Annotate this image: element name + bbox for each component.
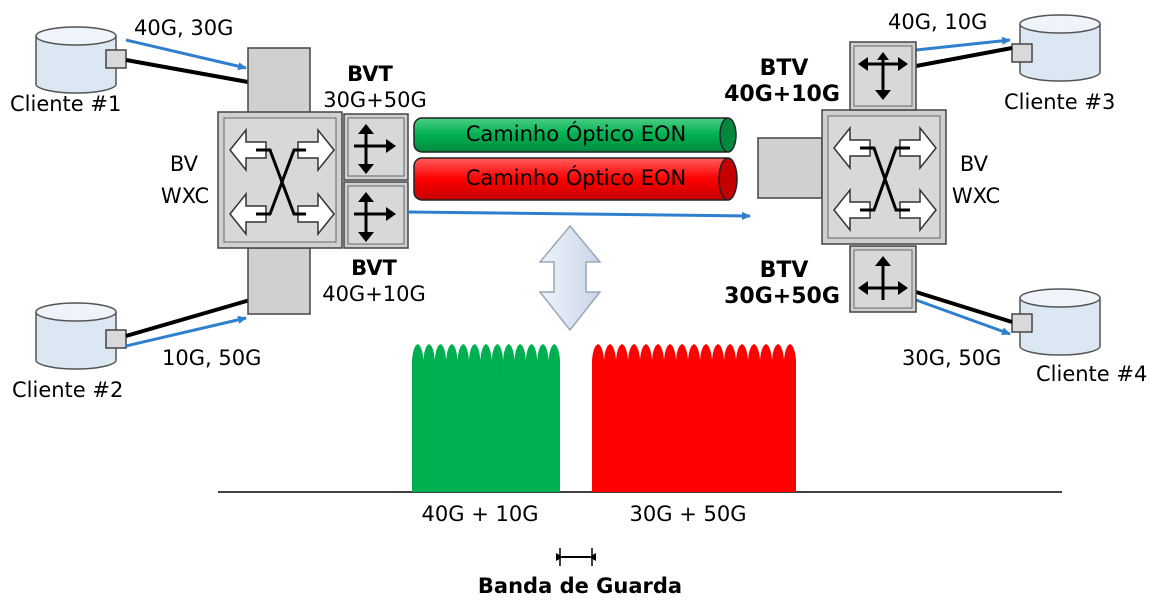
right-wxc-label-line1: BV bbox=[959, 152, 989, 176]
client-2-label: Cliente #2 bbox=[12, 378, 124, 402]
left-wxc-label-line2: WXC bbox=[160, 184, 210, 208]
client-2-rate: 10G, 50G bbox=[162, 346, 262, 370]
red-spectrum-label: 30G + 50G bbox=[629, 502, 747, 526]
red-optical-path bbox=[413, 157, 738, 201]
right-btv-top-rate: 40G+10G bbox=[724, 82, 840, 107]
right-btv-bottom-rate: 30G+50G bbox=[724, 284, 840, 309]
green-spectrum-shape bbox=[412, 344, 560, 492]
client-3-label: Cliente #3 bbox=[1004, 90, 1116, 114]
green-path-label: Caminho Óptico EON bbox=[465, 122, 687, 146]
double-arrow-icon bbox=[538, 224, 602, 332]
right-btv-top-icon bbox=[849, 41, 917, 111]
left-bvt-top-rate: 30G+50G bbox=[323, 88, 427, 112]
right-wxc-label-line2: WXC bbox=[951, 184, 1001, 208]
red-spectrum bbox=[592, 344, 796, 492]
right-node bbox=[757, 41, 947, 313]
left-bvt-bottom-rate: 40G+10G bbox=[322, 282, 426, 306]
right-btv-bottom-icon bbox=[849, 245, 917, 313]
green-spectrum-label: 40G + 10G bbox=[421, 502, 539, 526]
client-links bbox=[125, 36, 1013, 348]
right-btv-top-title: BTV bbox=[759, 56, 809, 81]
client-1-disk-icon bbox=[35, 26, 127, 94]
client-3-rate: 40G, 10G bbox=[888, 10, 988, 34]
client-1-rate: 40G, 30G bbox=[134, 16, 234, 40]
client-4-disk-icon bbox=[1011, 288, 1101, 356]
left-wxc-switch-icon bbox=[217, 111, 343, 249]
left-bvt-top-icon bbox=[343, 113, 409, 181]
right-btv-bottom-title: BTV bbox=[759, 258, 809, 283]
client-4-rate: 30G, 50G bbox=[902, 346, 1002, 370]
green-optical-path bbox=[413, 117, 737, 153]
green-spectrum bbox=[412, 344, 560, 492]
client-3-disk-icon bbox=[1011, 14, 1101, 82]
left-bvt-bottom-icon bbox=[343, 181, 409, 249]
left-wxc-label-line1: BV bbox=[169, 152, 199, 176]
client-2-disk-icon bbox=[35, 302, 127, 370]
left-bvt-bottom-title: BVT bbox=[351, 256, 397, 280]
left-bvt-top-title: BVT bbox=[347, 62, 393, 86]
client-1-label: Cliente #1 bbox=[10, 92, 122, 116]
left-node bbox=[217, 47, 409, 315]
right-wxc-switch-icon bbox=[821, 109, 947, 245]
optical-link-arrow bbox=[407, 210, 751, 220]
guard-band-arrow-icon bbox=[556, 548, 596, 566]
guard-band-label: Banda de Guarda bbox=[477, 574, 683, 598]
red-path-label: Caminho Óptico EON bbox=[465, 166, 687, 190]
red-spectrum-shape bbox=[592, 344, 796, 492]
client-4-label: Cliente #4 bbox=[1036, 362, 1148, 386]
